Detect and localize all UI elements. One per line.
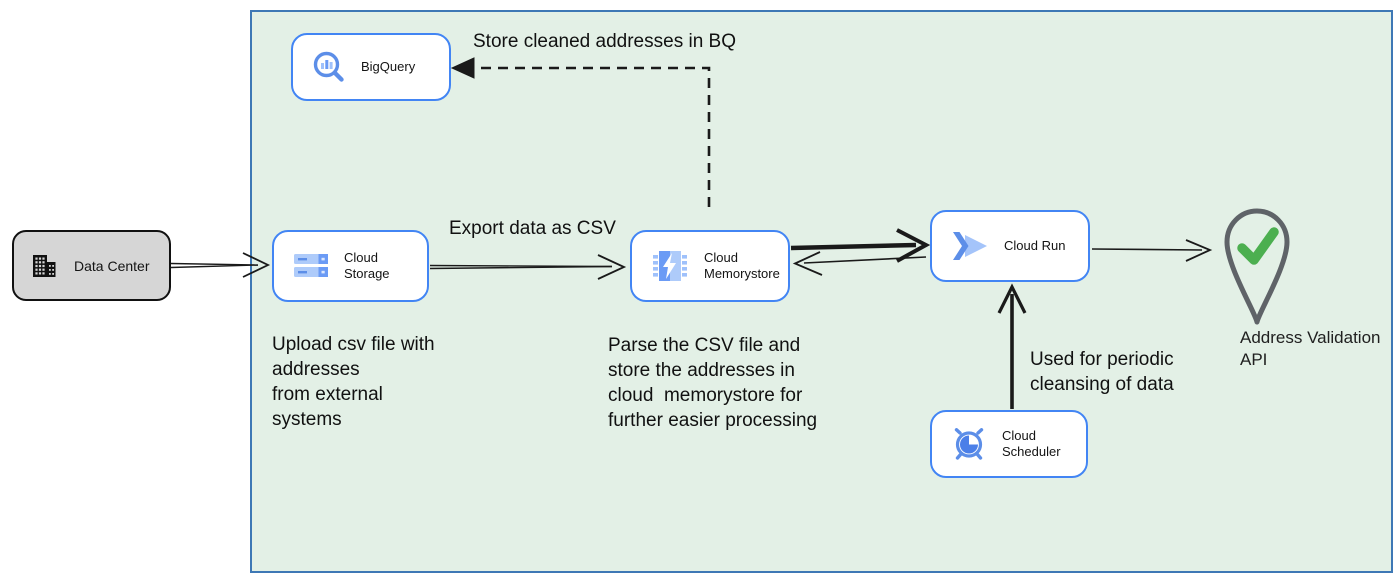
note-parse-csv: Parse the CSV file and store the address… xyxy=(608,335,818,432)
gcp-boundary-container xyxy=(250,10,1393,573)
address-validation-label: Address Validation API xyxy=(1240,328,1381,370)
node-label: Cloud Storage xyxy=(344,249,390,281)
edge-label-periodic-cleansing: Used for periodic cleansing of data xyxy=(1030,349,1174,396)
location-pin-check-icon xyxy=(1224,208,1290,325)
edge-label-export-csv: Export data as CSV xyxy=(449,218,616,239)
node-cloud-run[interactable]: Cloud Run xyxy=(930,210,1090,282)
cloud-storage-icon xyxy=(294,254,328,277)
node-data-center[interactable]: Data Center xyxy=(12,230,171,301)
bigquery-icon xyxy=(313,51,344,82)
address-validation-pin[interactable] xyxy=(1221,206,1293,333)
note-upload-csv: Upload csv file with addresses from exte… xyxy=(272,334,435,431)
node-label: Cloud Memorystore xyxy=(704,249,780,281)
node-label: Data Center xyxy=(74,257,150,274)
edge-label-store-bq: Store cleaned addresses in BQ xyxy=(473,31,736,52)
node-cloud-memorystore[interactable]: Cloud Memorystore xyxy=(630,230,790,302)
node-label: Cloud Scheduler xyxy=(1002,427,1061,459)
node-bigquery[interactable]: BigQuery xyxy=(291,33,451,101)
node-label: Cloud Run xyxy=(1004,237,1066,253)
cloud-run-icon xyxy=(953,232,987,260)
cloud-scheduler-icon xyxy=(954,428,984,460)
node-label: BigQuery xyxy=(361,58,416,74)
node-cloud-storage[interactable]: Cloud Storage xyxy=(272,230,429,302)
cloud-memorystore-icon xyxy=(653,251,687,281)
node-cloud-scheduler[interactable]: Cloud Scheduler xyxy=(930,410,1088,478)
data-center-icon xyxy=(33,254,56,277)
